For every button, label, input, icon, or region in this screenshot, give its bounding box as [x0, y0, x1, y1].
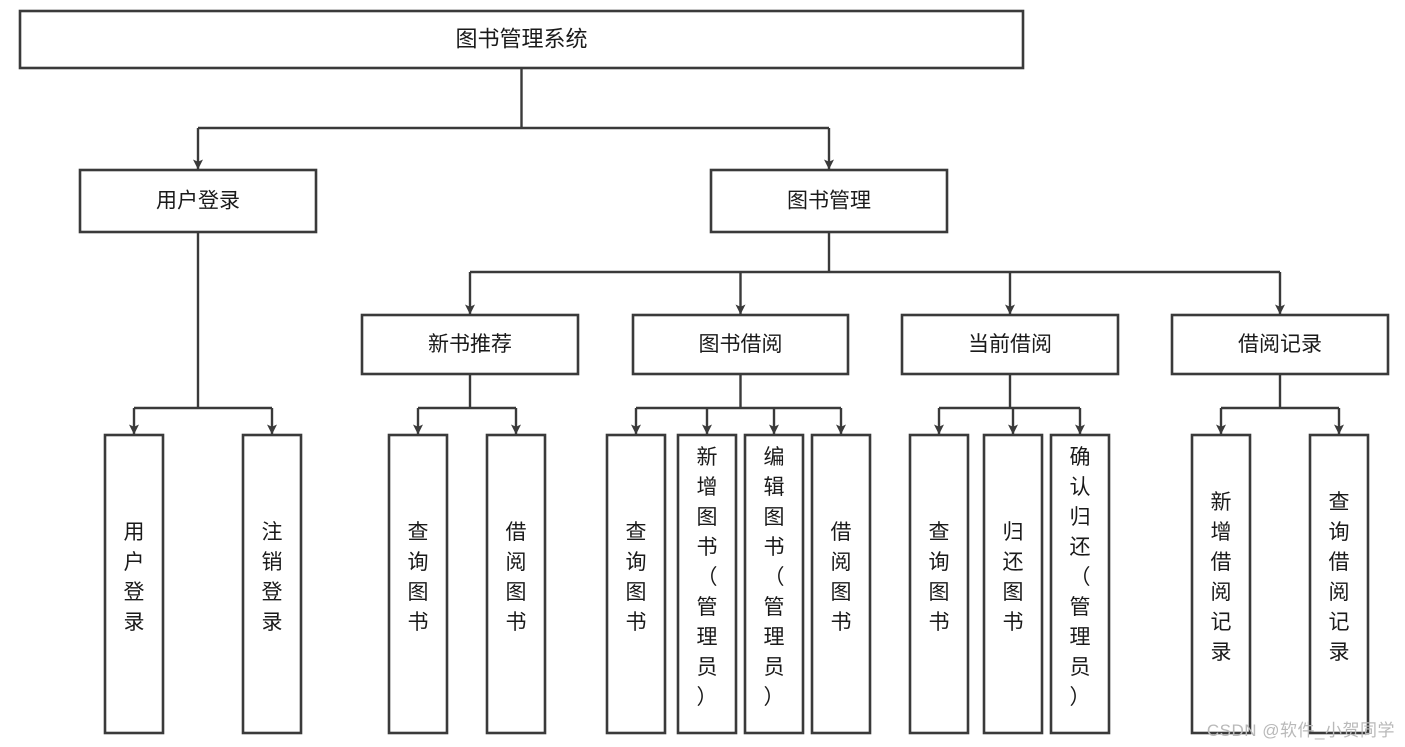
- node-box-book-manage: [709, 168, 949, 234]
- node-leaf-logout[interactable]: 注销登录: [241, 433, 303, 735]
- node-label-root: 图书管理系统: [455, 26, 587, 51]
- node-box-leaf-query-record: [1308, 433, 1370, 735]
- node-box-leaf-query-book-rec: [387, 433, 449, 735]
- node-box-leaf-borrow-book: [810, 433, 872, 735]
- edge-layer: [129, 68, 1344, 435]
- node-label-leaf-edit-book: 编辑图书（管理员）: [764, 446, 785, 709]
- node-label-leaf-borrow-book: 借阅图书: [831, 521, 852, 634]
- node-label-leaf-query-book-cur: 查询图书: [929, 521, 950, 634]
- node-user-login[interactable]: 用户登录: [78, 168, 318, 234]
- node-leaf-query-book-cur[interactable]: 查询图书: [908, 433, 970, 735]
- node-label-leaf-confirm-return: 确认归还（管理员）: [1070, 446, 1091, 709]
- node-box-current-borrow: [900, 313, 1120, 376]
- node-box-borrow-record: [1170, 313, 1390, 376]
- node-box-leaf-return-book: [982, 433, 1044, 735]
- node-box-user-login: [78, 168, 318, 234]
- node-label-new-book-recommend: 新书推荐: [428, 333, 512, 356]
- node-label-leaf-add-record: 新增借阅记录: [1211, 491, 1232, 664]
- node-label-user-login: 用户登录: [156, 190, 240, 213]
- node-box-leaf-query-book: [605, 433, 667, 735]
- node-new-book-recommend[interactable]: 新书推荐: [360, 313, 580, 376]
- node-box-leaf-query-book-cur: [908, 433, 970, 735]
- node-label-current-borrow: 当前借阅: [968, 333, 1052, 356]
- node-leaf-return-book[interactable]: 归还图书: [982, 433, 1044, 735]
- node-book-manage[interactable]: 图书管理: [709, 168, 949, 234]
- node-current-borrow[interactable]: 当前借阅: [900, 313, 1120, 376]
- node-leaf-borrow-book[interactable]: 借阅图书: [810, 433, 872, 735]
- node-label-borrow-record: 借阅记录: [1238, 333, 1322, 356]
- node-box-leaf-add-record: [1190, 433, 1252, 735]
- node-box-new-book-recommend: [360, 313, 580, 376]
- node-label-leaf-user-login: 用户登录: [124, 521, 145, 634]
- node-box-leaf-add-book: [676, 433, 738, 735]
- node-label-leaf-logout: 注销登录: [262, 521, 283, 634]
- node-box-root: [18, 9, 1025, 70]
- node-leaf-add-record[interactable]: 新增借阅记录: [1190, 433, 1252, 735]
- node-leaf-query-book[interactable]: 查询图书: [605, 433, 667, 735]
- node-label-leaf-return-book: 归还图书: [1003, 521, 1024, 634]
- node-leaf-query-record[interactable]: 查询借阅记录: [1308, 433, 1370, 735]
- node-borrow-record[interactable]: 借阅记录: [1170, 313, 1390, 376]
- node-leaf-user-login[interactable]: 用户登录: [103, 433, 165, 735]
- node-leaf-borrow-book-rec[interactable]: 借阅图书: [485, 433, 547, 735]
- node-box-leaf-confirm-return: [1049, 433, 1111, 735]
- node-label-leaf-add-book: 新增图书（管理员）: [697, 446, 718, 709]
- node-box-book-borrow: [631, 313, 850, 376]
- node-label-book-manage: 图书管理: [787, 190, 871, 213]
- node-label-leaf-borrow-book-rec: 借阅图书: [506, 521, 527, 634]
- node-label-leaf-query-record: 查询借阅记录: [1329, 491, 1350, 664]
- node-root[interactable]: 图书管理系统: [18, 9, 1025, 70]
- node-label-leaf-query-book-rec: 查询图书: [408, 521, 429, 634]
- node-layer: 图书管理系统用户登录图书管理新书推荐图书借阅当前借阅借阅记录用户登录注销登录查询…: [18, 9, 1390, 735]
- node-leaf-query-book-rec[interactable]: 查询图书: [387, 433, 449, 735]
- node-leaf-confirm-return[interactable]: 确认归还（管理员）: [1049, 433, 1111, 735]
- node-box-leaf-borrow-book-rec: [485, 433, 547, 735]
- node-leaf-edit-book[interactable]: 编辑图书（管理员）: [743, 433, 805, 735]
- node-box-leaf-logout: [241, 433, 303, 735]
- node-label-book-borrow: 图书借阅: [699, 333, 783, 356]
- node-box-leaf-edit-book: [743, 433, 805, 735]
- node-box-leaf-user-login: [103, 433, 165, 735]
- node-label-leaf-query-book: 查询图书: [626, 521, 647, 634]
- node-leaf-add-book[interactable]: 新增图书（管理员）: [676, 433, 738, 735]
- node-book-borrow[interactable]: 图书借阅: [631, 313, 850, 376]
